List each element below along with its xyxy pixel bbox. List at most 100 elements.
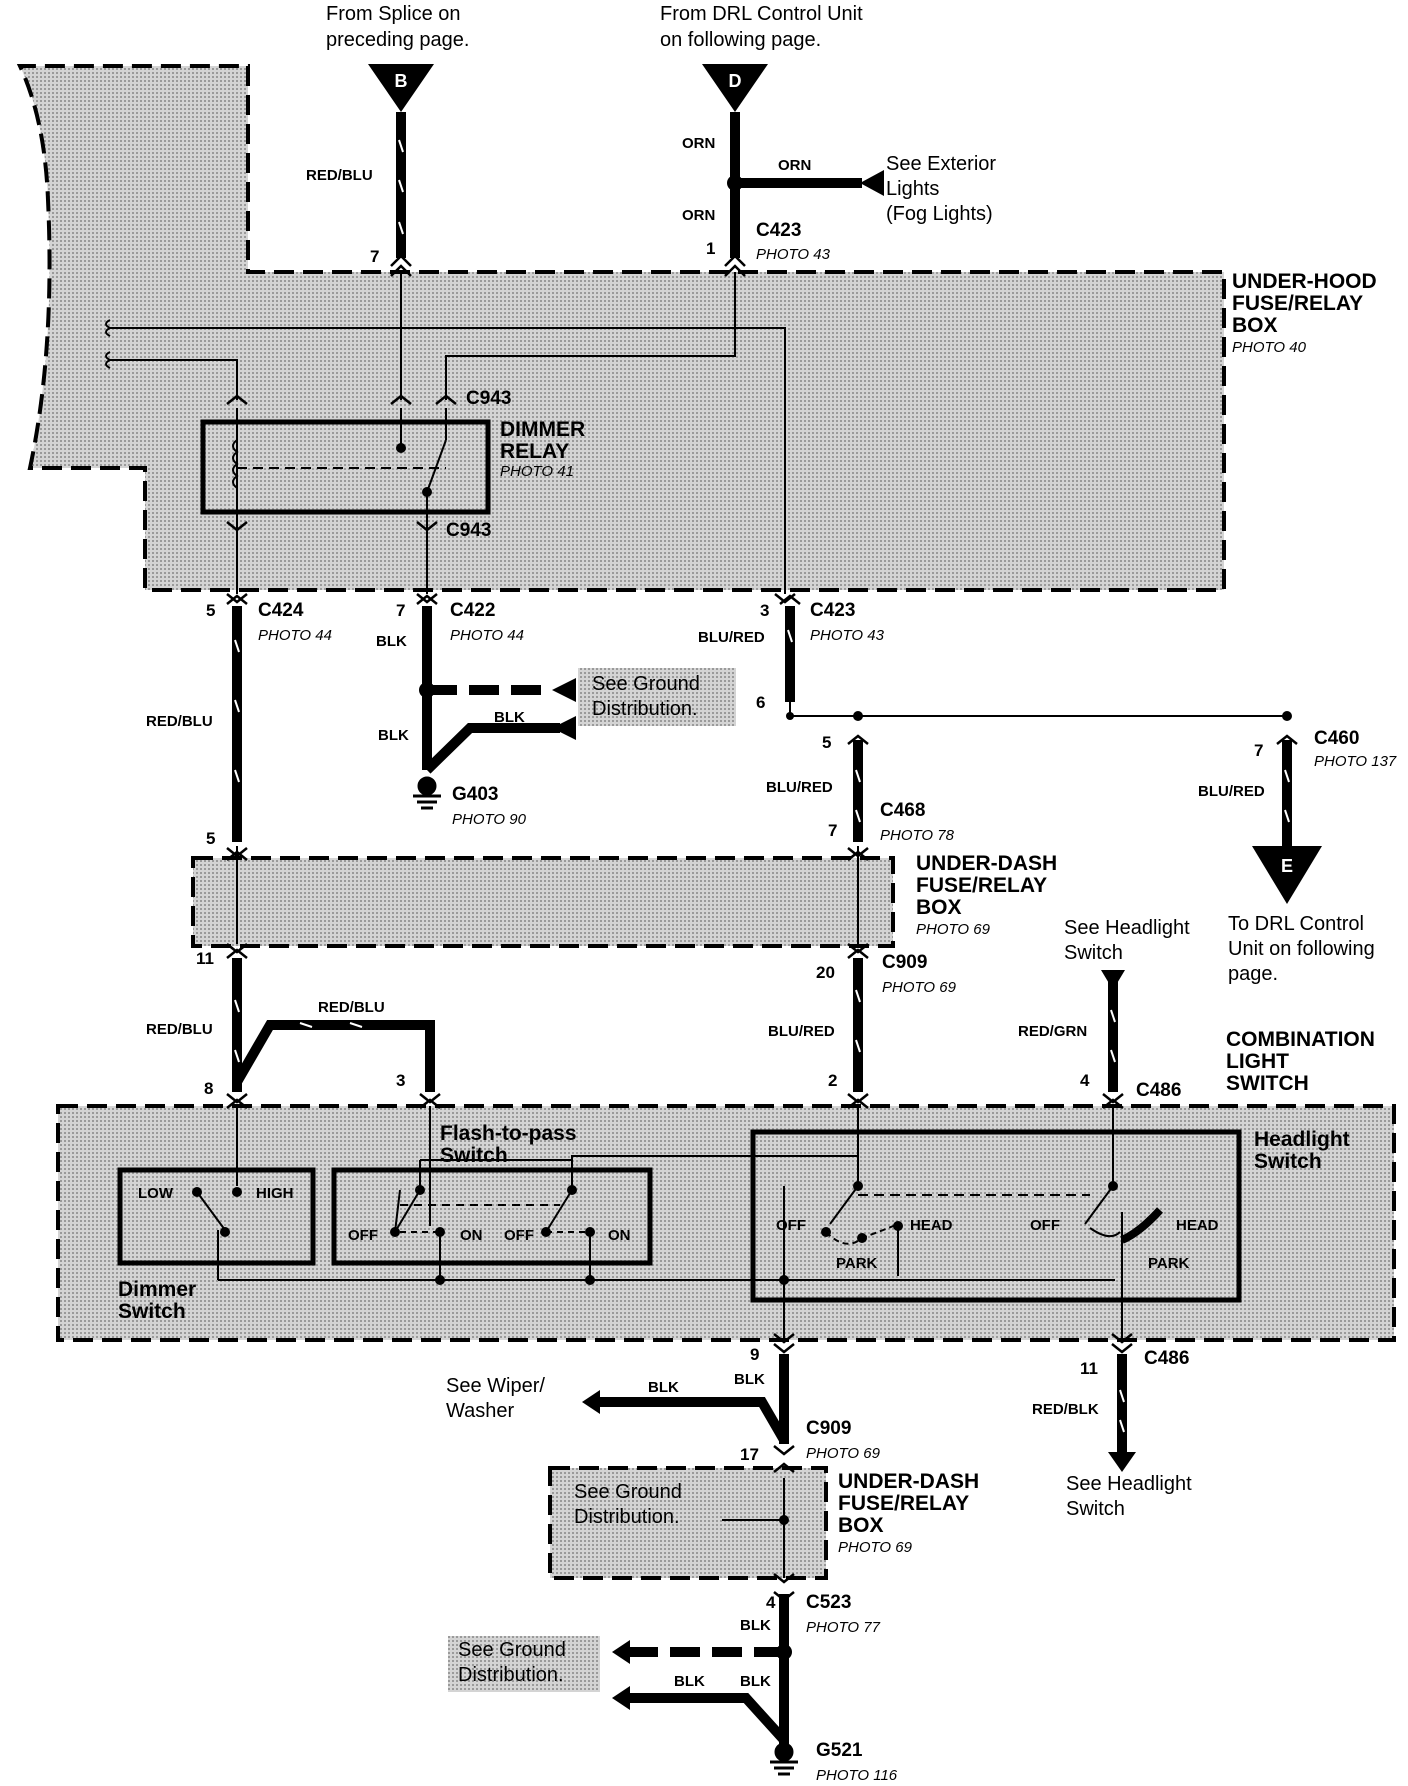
connector-photo: PHOTO 137 xyxy=(1314,753,1397,770)
wire-stripes xyxy=(234,139,1290,1433)
pin-number: 7 xyxy=(396,601,405,620)
headlight-sw-bot-arrow xyxy=(1108,1452,1136,1472)
dashed-thick-wires xyxy=(427,685,784,1657)
thin-wires xyxy=(110,272,1287,1578)
ref-b-letter: B xyxy=(395,71,408,91)
ref-e-letter: E xyxy=(1281,856,1293,876)
pin-number: 11 xyxy=(196,949,214,968)
note-wiper: Washer xyxy=(446,1400,515,1422)
switch-position: HEAD xyxy=(1176,1217,1219,1234)
underdash1-title-2: FUSE/RELAY xyxy=(916,874,1047,897)
note-ground: Distribution. xyxy=(574,1506,680,1528)
ground-id: G521 xyxy=(816,1740,863,1761)
connector-photo: PHOTO 77 xyxy=(806,1619,881,1636)
dimmer-switch-box xyxy=(117,1167,316,1266)
dimmer-relay-title-2: RELAY xyxy=(500,440,569,463)
connector-photo: PHOTO 78 xyxy=(880,827,955,844)
connector-id: C424 xyxy=(258,600,304,621)
connector-photo: PHOTO 43 xyxy=(756,246,831,263)
underdash1-photo: PHOTO 69 xyxy=(916,921,991,938)
flash-to-pass-title: Flash-to-pass xyxy=(440,1122,577,1145)
switch-position: HIGH xyxy=(256,1185,294,1202)
note-ground: Distribution. xyxy=(592,698,698,720)
connector-id: C943 xyxy=(446,520,491,541)
ground-id: G403 xyxy=(452,784,498,805)
headlight-head-contact xyxy=(1120,1207,1163,1244)
dimmer-relay-photo: PHOTO 41 xyxy=(500,463,574,480)
connector-id: C422 xyxy=(450,600,495,621)
ground-photo: PHOTO 116 xyxy=(816,1767,898,1784)
switch-position: OFF xyxy=(504,1227,534,1244)
connector-id: C460 xyxy=(1314,728,1359,749)
note-headlight-switch: Switch xyxy=(1064,942,1123,964)
pin-number: 7 xyxy=(1254,741,1263,760)
wire-label: BLK xyxy=(740,1617,771,1634)
ref-e-note-2: Unit on following xyxy=(1228,938,1375,960)
wire-label: RED/BLU xyxy=(306,167,373,184)
ground-photo: PHOTO 90 xyxy=(452,811,527,828)
ground-symbol-g521 xyxy=(770,1742,798,1776)
ground-symbol-g403 xyxy=(413,776,441,810)
pin-number: 6 xyxy=(756,693,765,712)
wire-label: BLK xyxy=(674,1673,705,1690)
connector-id: C486 xyxy=(1136,1080,1181,1101)
wire-label: BLK xyxy=(740,1673,771,1690)
wire-label: BLK xyxy=(734,1371,765,1388)
wire-label: ORN xyxy=(778,157,811,174)
wire-label: BLU/RED xyxy=(1198,783,1265,800)
ref-b-note-2: preceding page. xyxy=(326,29,469,51)
note-ext-lights: See Exterior xyxy=(886,153,996,175)
ext-lights-arrow xyxy=(860,170,884,196)
switch-position: LOW xyxy=(138,1185,174,1202)
wire-label: RED/GRN xyxy=(1018,1023,1087,1040)
headlight-sw-top-arrow xyxy=(1101,970,1125,990)
pin-number: 4 xyxy=(766,1593,776,1612)
connector-id: C523 xyxy=(806,1592,851,1613)
note-ext-lights: (Fog Lights) xyxy=(886,203,993,225)
connector-photo: PHOTO 69 xyxy=(806,1445,881,1462)
dimmer-relay-box xyxy=(200,419,491,515)
wire-label: RED/BLK xyxy=(1032,1401,1099,1418)
wire-label: ORN xyxy=(682,135,715,152)
underdash2-title-3: BOX xyxy=(838,1514,884,1537)
relay-node-1 xyxy=(396,443,406,453)
combination-title-1: COMBINATION xyxy=(1226,1028,1375,1051)
connector-id: C468 xyxy=(880,800,925,821)
switch-position: HEAD xyxy=(910,1217,953,1234)
wire-label: RED/BLU xyxy=(318,999,385,1016)
wire-label: ORN xyxy=(682,207,715,224)
headlight-switch-box xyxy=(750,1129,1242,1303)
connector-id: C943 xyxy=(466,388,511,409)
connector-photo: PHOTO 43 xyxy=(810,627,885,644)
underdash-fuse-relay-box-upper xyxy=(191,856,895,948)
ref-b-triangle xyxy=(368,64,434,112)
thick-wires xyxy=(232,112,1292,1760)
switch-position: OFF xyxy=(348,1227,378,1244)
note-ext-lights: Lights xyxy=(886,178,939,200)
pin-number: 5 xyxy=(206,829,215,848)
ground1-arrow-b xyxy=(552,716,576,740)
wire-label: RED/BLU xyxy=(146,713,213,730)
pin-number: 5 xyxy=(822,733,831,752)
relay-node-2 xyxy=(422,487,432,497)
note-ground: See Ground xyxy=(592,673,700,695)
switch-position: ON xyxy=(460,1227,483,1244)
dimmer-switch-title: Switch xyxy=(118,1300,186,1323)
ref-e-note: To DRL Control xyxy=(1228,913,1364,935)
wire-label: BLU/RED xyxy=(698,629,765,646)
pin-number: 7 xyxy=(828,821,837,840)
connector-chevrons xyxy=(226,254,1298,1602)
wire-label: BLK xyxy=(648,1379,679,1396)
ref-d-triangle xyxy=(702,64,768,112)
underhood-title-3: BOX xyxy=(1232,314,1278,337)
note-ground: Distribution. xyxy=(458,1664,564,1686)
switch-dots xyxy=(192,1181,1118,1243)
underdash1-title-3: BOX xyxy=(916,896,962,919)
pin-number: 20 xyxy=(816,963,835,982)
connector-id: C486 xyxy=(1144,1348,1189,1369)
switch-position: PARK xyxy=(836,1255,878,1272)
connector-id: C423 xyxy=(756,220,801,241)
connector-photo: PHOTO 44 xyxy=(258,627,332,644)
ref-d-letter: D xyxy=(729,71,742,91)
